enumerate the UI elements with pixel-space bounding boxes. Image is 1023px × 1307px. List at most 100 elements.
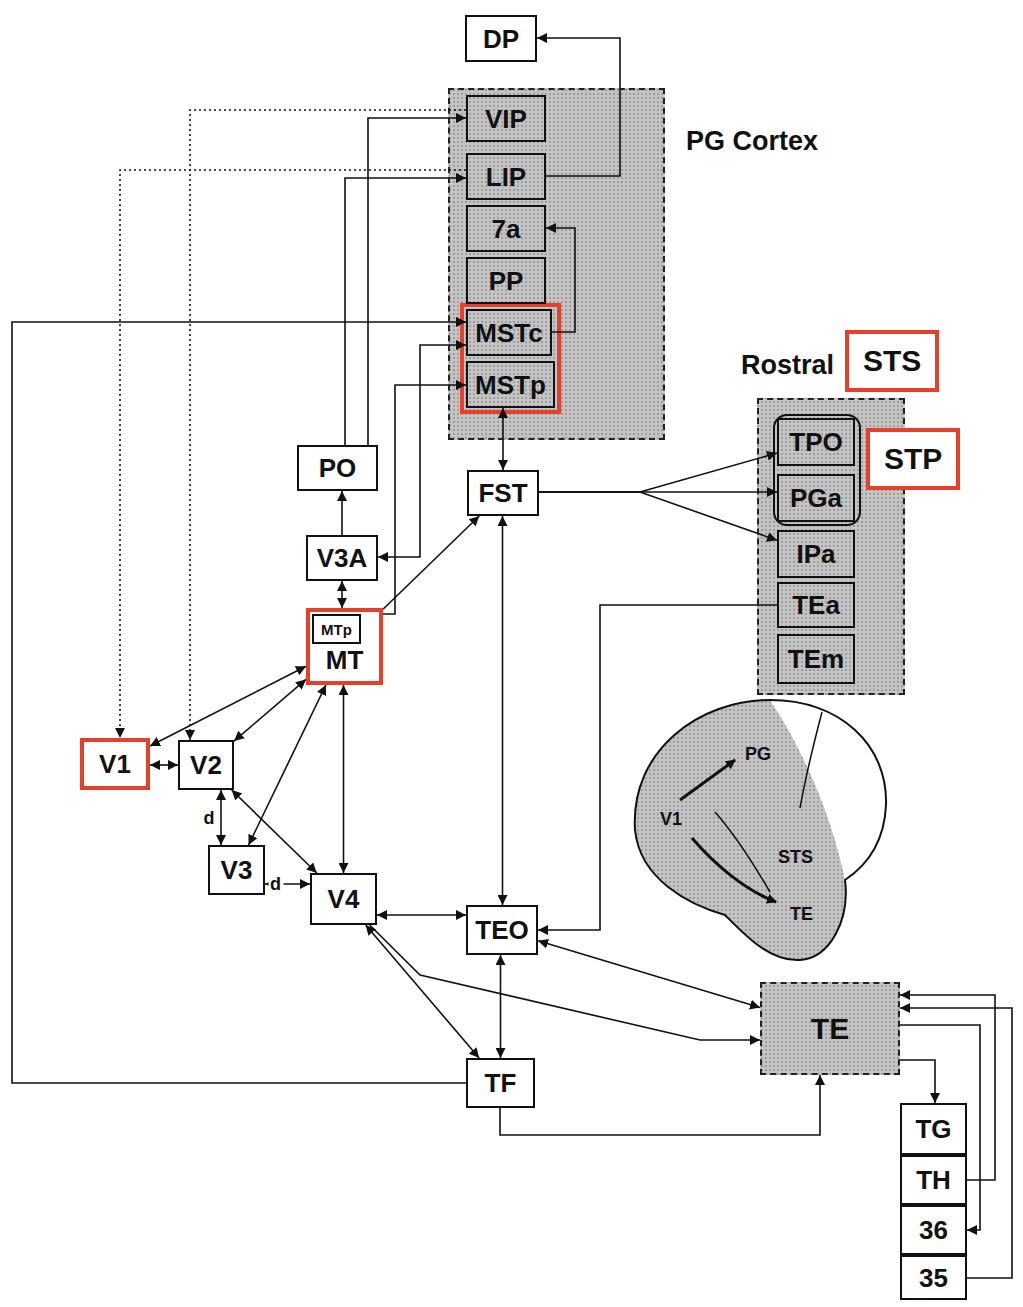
area-box: 36: [900, 1205, 967, 1255]
area-label: MSTc: [475, 320, 542, 346]
pathway-arrow: [680, 760, 735, 800]
pathway-connector: [341, 581, 343, 608]
pathway-connector: [500, 955, 502, 1058]
area-label: V3A: [317, 545, 368, 571]
area-box: MTp: [312, 614, 361, 644]
area-group: TPOPGaSTPIPaTEaTEmRostralSTS: [757, 398, 905, 695]
heading-slot: STP: [866, 428, 960, 490]
pathway-connector: [220, 790, 222, 845]
pathway-connector: [900, 1060, 935, 1103]
edge-label: d: [268, 874, 283, 894]
brain-ground: [635, 700, 886, 960]
area-label: MSTp: [475, 372, 546, 398]
area-box: TPO: [777, 418, 855, 466]
area-label: IPa: [796, 541, 835, 567]
pathway-connector: [249, 685, 326, 845]
pathway-connector: [900, 1025, 980, 1230]
area-box: TEa: [777, 582, 855, 628]
pathway-connector: [502, 516, 504, 905]
area-label: VIP: [485, 106, 527, 132]
area-label: TE: [811, 1014, 849, 1044]
area-label: PP: [489, 268, 524, 294]
area-label: V2: [190, 752, 222, 778]
heading-slot: STS: [845, 330, 939, 392]
pathway-connector: [366, 925, 479, 1058]
area-label: 35: [919, 1265, 948, 1291]
brain-visual-area: [635, 700, 846, 960]
area-box: FST: [467, 470, 539, 516]
pathway-connector: [370, 925, 760, 1040]
highlighted-heading: STS: [845, 330, 939, 392]
area-label: TH: [916, 1167, 951, 1193]
area-box: MSTp: [466, 361, 555, 408]
brain-sulcus: [800, 712, 822, 808]
area-label: PO: [319, 455, 357, 481]
pathway-connector: [500, 1075, 820, 1135]
area-label: TEO: [475, 917, 528, 943]
pathway-connector: [538, 605, 777, 930]
area-box: TG: [900, 1103, 967, 1155]
pathway-connector: [12, 322, 466, 1083]
pathway-connector: [150, 666, 306, 746]
area-label: 7a: [492, 216, 521, 242]
pathway-connector: [234, 679, 306, 741]
pathway-arrow: [692, 838, 776, 902]
area-label: V1: [99, 751, 131, 777]
area-box: TH: [900, 1155, 967, 1205]
pathway-connector: [368, 118, 466, 445]
area-box: V3: [208, 845, 265, 895]
area-label: TEm: [788, 646, 844, 672]
area-box: PGa: [777, 474, 855, 522]
area-label: TEa: [792, 592, 840, 618]
area-box: TF: [466, 1058, 535, 1108]
highlighted-heading: STP: [866, 428, 960, 490]
pathway-connector: [539, 492, 777, 540]
pathway-connector: [383, 385, 466, 614]
area-box: V3A: [306, 535, 378, 581]
brain-outline: [635, 700, 886, 960]
pathway-connector: [900, 1008, 1012, 1278]
area-box: LIP: [466, 153, 546, 200]
pathway-connector: [538, 941, 760, 1008]
area-box: PP: [466, 257, 546, 304]
area-box: V4: [310, 873, 377, 925]
area-label: 36: [919, 1217, 948, 1243]
area-box: TEO: [466, 905, 538, 955]
area-box: MTpMT: [306, 608, 383, 685]
area-box: V2: [178, 740, 234, 790]
area-box: 35: [900, 1255, 967, 1300]
highlight-frame: [462, 305, 559, 412]
area-box: V1: [80, 738, 150, 790]
pathway-connector: [378, 345, 466, 557]
area-box: DP: [465, 15, 537, 62]
area-box: MSTc: [466, 309, 552, 356]
area-box: TE: [760, 982, 900, 1075]
area-label: MTp: [321, 622, 352, 637]
area-label: DP: [483, 26, 519, 52]
pathway-connector: [383, 516, 479, 609]
brain-sulcus: [715, 812, 770, 892]
area-label: FST: [478, 480, 527, 506]
heading-slot: PG Cortex: [686, 128, 818, 155]
region-shading: [448, 88, 665, 440]
feedback-connector: [120, 170, 466, 738]
area-box: IPa: [777, 530, 855, 578]
pathway-connector: [377, 914, 466, 916]
area-box: 7a: [466, 205, 546, 252]
area-group: TPOPGaSTP: [773, 414, 861, 526]
area-label: PGa: [790, 485, 842, 511]
area-label: TPO: [789, 429, 842, 455]
feedback-connector: [190, 110, 466, 740]
area-label: V3: [221, 857, 253, 883]
area-label: V4: [328, 886, 360, 912]
group-heading: PG Cortex: [686, 128, 818, 155]
inset-label: TE: [790, 905, 813, 923]
area-label: LIP: [486, 164, 526, 190]
inset-label: STS: [778, 848, 813, 866]
heading-slot: Rostral: [741, 352, 834, 379]
